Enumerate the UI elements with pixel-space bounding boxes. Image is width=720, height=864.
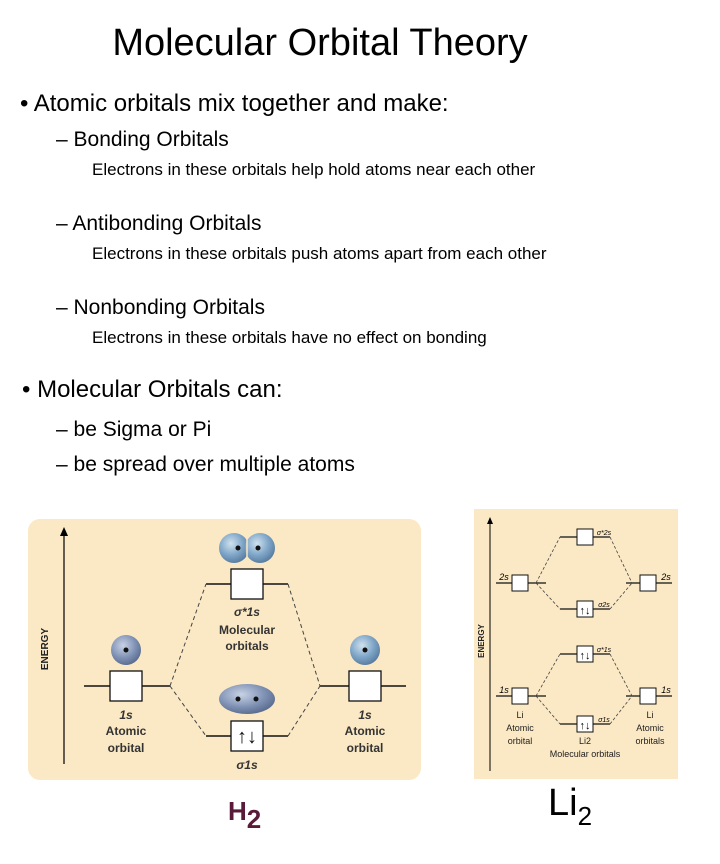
energy-label: ENERGY (40, 628, 51, 671)
li2-sigma2s-star-label: σ*2s (597, 530, 612, 537)
h2-right-label-2: Atomic (345, 724, 386, 738)
li2-left-1s: 1s (499, 685, 509, 695)
li2-sigma2s-electrons: ↑↓ (580, 605, 591, 617)
h2-connectors (169, 583, 321, 737)
h2-caption-main: H (228, 796, 247, 826)
item-antibonding: – Antibonding Orbitals (56, 212, 262, 235)
h2-caption-sub: 2 (246, 804, 262, 834)
page-title: Molecular Orbital Theory (112, 22, 528, 64)
bullet-text: Molecular Orbitals can: (37, 376, 283, 403)
h2-bonding-electrons: ↑↓ (237, 726, 257, 748)
li2-right-1s: 1s (661, 685, 671, 695)
li2-left-label-2: Atomic (506, 723, 534, 733)
li2-left-label-1: Li (516, 710, 523, 720)
item-bonding: – Bonding Orbitals (56, 128, 229, 151)
item-label: be Sigma or Pi (73, 418, 212, 441)
li2-energy-arrow-icon (487, 517, 493, 524)
li2-diagram: ENERGY ↑↓ ↑↓ ↑↓ (477, 517, 672, 771)
li2-sigma1s-electrons: ↑↓ (580, 720, 591, 732)
h2-left-label-1: 1s (119, 708, 133, 722)
li2-sigma1s-star-electrons: ↑↓ (580, 650, 591, 662)
li2-caption-main: Li (548, 782, 578, 824)
h2-antibonding-label: σ*1s (234, 605, 260, 619)
li2-caption-sub: 2 (577, 801, 593, 831)
item-desc: Electrons in these orbitals help hold at… (92, 160, 536, 179)
li2-center-label-1: Li2 (579, 736, 591, 746)
h2-antibonding-orbital-icon (219, 533, 275, 563)
h2-bonding-label: σ1s (236, 758, 258, 772)
li2-energy-label: ENERGY (477, 623, 486, 657)
li2-right-label-3: orbitals (635, 736, 665, 746)
li2-center-label-2: Molecular orbitals (550, 749, 621, 759)
bullet-text: Atomic orbitals mix together and make: (33, 90, 449, 117)
h2-mo-label-1: Molecular (219, 623, 275, 637)
item-label: Antibonding Orbitals (72, 212, 262, 235)
h2-left-label-3: orbital (108, 741, 145, 755)
h2-diagram-panel: ENERGY ↑↓ (28, 519, 421, 780)
li2-left-2s: 2s (498, 572, 509, 582)
energy-arrow-icon (60, 527, 68, 536)
item-desc: Electrons in these orbitals have no effe… (92, 328, 487, 347)
h2-caption: H2 (228, 796, 261, 835)
item-label: Nonbonding Orbitals (73, 296, 265, 319)
li2-connectors (535, 536, 633, 725)
li2-caption: Li2 (548, 782, 592, 832)
item-nonbonding: – Nonbonding Orbitals (56, 296, 265, 319)
li2-right-2s: 2s (660, 572, 671, 582)
li2-right-label-1: Li (646, 710, 653, 720)
li2-sigma1s-label: σ1s (598, 717, 610, 724)
bullet-molecular-orbitals: • Molecular Orbitals can: (22, 376, 283, 403)
li2-sigma2s-label: σ2s (598, 602, 610, 609)
h2-mo-label-2: orbitals (225, 639, 269, 653)
h2-bonding-box (230, 720, 264, 752)
bullet-atomic-orbitals: • Atomic orbitals mix together and make: (20, 90, 449, 117)
h2-diagram: ENERGY ↑↓ (40, 527, 406, 772)
item-desc: Electrons in these orbitals push atoms a… (92, 244, 547, 263)
item-sigma-pi: – be Sigma or Pi (56, 418, 212, 441)
h2-right-label-3: orbital (347, 741, 384, 755)
li2-diagram-panel: ENERGY ↑↓ ↑↓ ↑↓ (474, 509, 678, 779)
h2-right-label-1: 1s (358, 708, 372, 722)
li2-right-label-2: Atomic (636, 723, 664, 733)
h2-left-label-2: Atomic (106, 724, 147, 738)
li2-left-label-3: orbital (508, 736, 533, 746)
li2-sigma1s-star-label: σ*1s (597, 647, 612, 654)
h2-bonding-orbital-icon (219, 684, 275, 714)
h2-antibonding-box (230, 568, 264, 600)
item-label: be spread over multiple atoms (73, 453, 355, 476)
item-spread: – be spread over multiple atoms (56, 453, 355, 476)
h2-right-orbital-box (348, 670, 382, 702)
h2-left-orbital-box (109, 670, 143, 702)
li2-boxes (511, 528, 657, 733)
item-label: Bonding Orbitals (73, 128, 229, 151)
